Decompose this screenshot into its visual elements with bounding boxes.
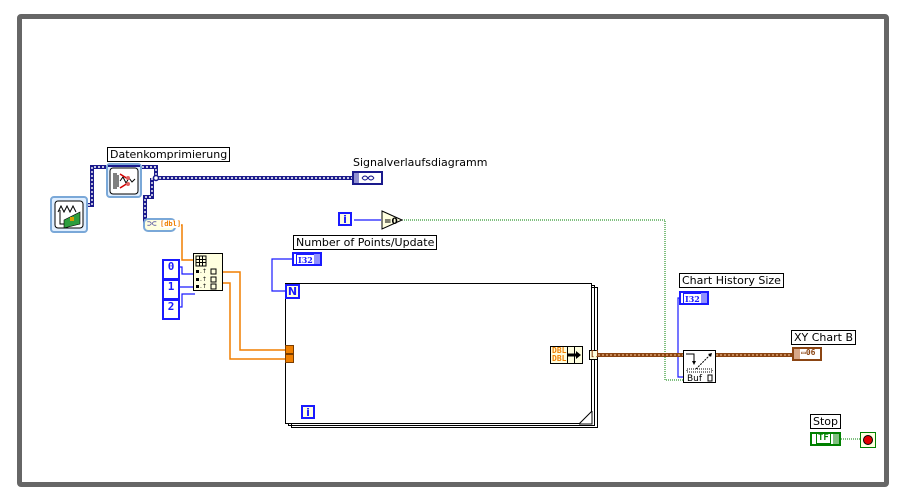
wire-junction	[152, 174, 160, 182]
boolean-type-badge: TF	[816, 433, 831, 444]
compression-express-vi[interactable]	[106, 163, 142, 198]
compression-icon	[109, 167, 139, 195]
bundle-function[interactable]: DBL DBL	[550, 346, 583, 364]
for-loop-count-terminal[interactable]: N	[285, 284, 300, 299]
equal-to-zero-function[interactable]: =0	[381, 210, 404, 230]
while-loop-iteration-terminal[interactable]: i	[338, 212, 352, 226]
chart-buffer-icon: Buf	[686, 353, 713, 384]
waveform-graph-terminal[interactable]	[352, 171, 383, 185]
stop-button-terminal[interactable]: TF	[810, 432, 841, 446]
i32-type-badge: I32	[296, 254, 315, 266]
svg-text:.↑: .↑	[200, 276, 207, 283]
output-indexing-tunnel[interactable]: []	[589, 349, 600, 360]
for-loop-resize-corner[interactable]	[579, 411, 593, 425]
i32-type-badge: I32	[683, 293, 702, 305]
for-loop-iteration-terminal[interactable]: i	[301, 405, 315, 419]
chart-buffer-vi[interactable]: Buf	[683, 350, 716, 384]
bundle-input-dbl-1: DBL	[552, 346, 567, 355]
index-constant-0[interactable]: 0	[162, 259, 180, 280]
input-tunnel-1[interactable]	[285, 345, 294, 354]
bundle-input-dbl-2: DBL	[552, 354, 567, 363]
waveform-icon	[361, 175, 375, 181]
index-constant-2[interactable]: 2	[162, 299, 180, 320]
wire-daq-to-compression	[88, 165, 106, 207]
svg-text:.↑: .↑	[200, 268, 207, 275]
dynamic-data-icon: ⊃⊂	[147, 219, 157, 228]
wire-index-out-1	[221, 271, 285, 351]
for-loop-structure[interactable]	[285, 283, 592, 424]
compare-icon: =0	[381, 210, 404, 230]
input-tunnel-2[interactable]	[285, 354, 294, 363]
daq-card-icon	[54, 200, 84, 229]
loop-condition-terminal[interactable]	[860, 432, 876, 448]
index-array-icon: .↑ .↑ .↑	[195, 255, 217, 290]
xy-chart-terminal[interactable]: ▭06	[792, 347, 822, 361]
svg-text:=0: =0	[384, 217, 398, 227]
convert-from-dynamic-data[interactable]: ⊃⊂ [dbl]	[143, 218, 182, 232]
while-loop-structure[interactable]	[17, 14, 889, 487]
points-per-update-terminal[interactable]: I32	[292, 252, 322, 266]
index-constant-1[interactable]: 1	[162, 279, 180, 300]
boolean-wires	[402, 219, 860, 440]
buffer-label: Buf	[687, 374, 703, 382]
bundle-arrow-icon	[568, 351, 581, 359]
points-per-update-label: Number of Points/Update	[293, 235, 438, 250]
chart-history-size-label: Chart History Size	[679, 273, 784, 288]
wire-compression-to-graph	[142, 165, 352, 180]
stop-label: Stop	[810, 414, 842, 429]
array-dbl-icon: [dbl]	[160, 220, 182, 228]
compression-label: Datenkomprimierung	[107, 147, 231, 162]
wire-index-out-2	[221, 282, 285, 360]
index-array-function[interactable]: .↑ .↑ .↑	[193, 253, 223, 291]
waveform-graph-label: Signalverlaufsdiagramm	[353, 156, 488, 169]
daq-assistant-vi[interactable]	[50, 196, 88, 233]
cluster-array-icon: ▭06	[801, 348, 816, 357]
chart-history-size-terminal[interactable]: I32	[679, 291, 709, 305]
svg-text:.↑: .↑	[200, 283, 207, 290]
xy-chart-label: XY Chart B	[791, 330, 857, 345]
stop-if-true-icon	[863, 435, 873, 445]
